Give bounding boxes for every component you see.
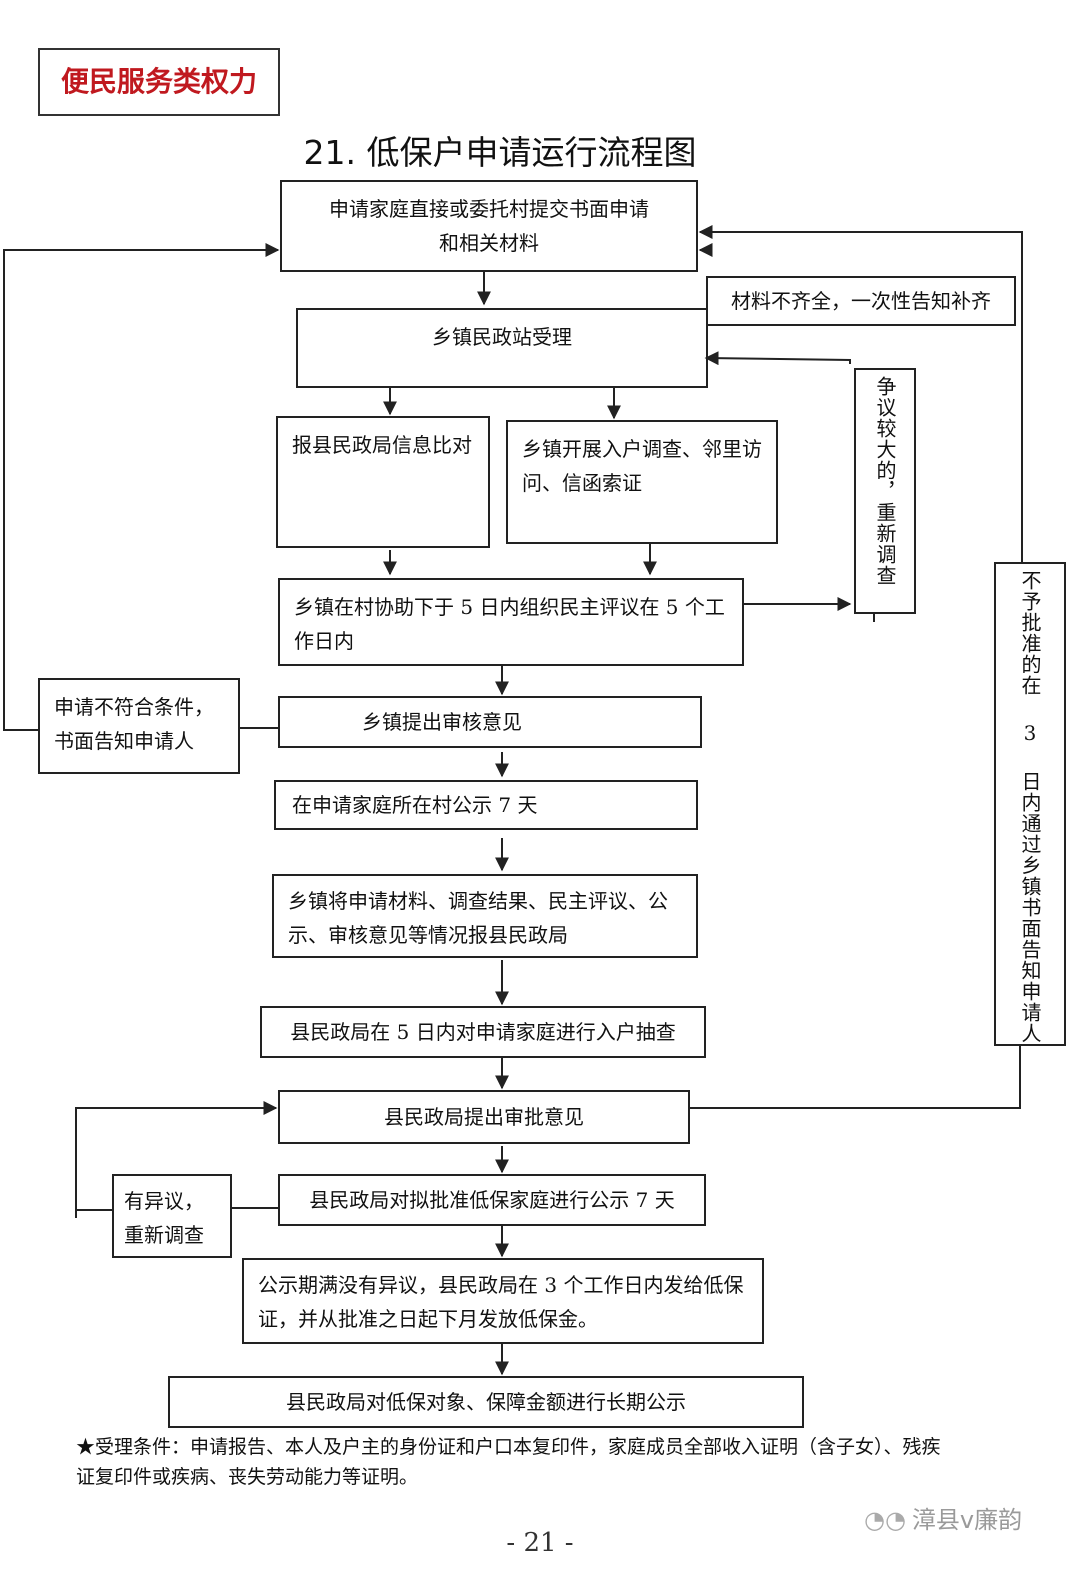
arrow-notqualified-to-apply — [3, 243, 280, 731]
watermark-text: 漳县v廉韵 — [911, 1506, 1023, 1534]
step-materials-incomplete: 材料不齐全，一次性告知补齐 — [706, 276, 1016, 326]
step-spot-check: 县民政局在 5 日内对申请家庭进行入户抽查 — [260, 1006, 706, 1058]
step-investigate: 乡镇开展入户调查、邻里访问、信函索证 — [506, 420, 778, 544]
arrow-notapproved-to-apply — [698, 225, 1023, 562]
step-democratic-review: 乡镇在村协助下于 5 日内组织民主评议在 5 个工作日内 — [278, 578, 744, 666]
step-info-compare: 报县民政局信息比对 — [276, 416, 490, 548]
step-dispute-reinvestigate: 争议较大的，重新调查 — [854, 368, 916, 614]
arrow-objection-to-approval — [75, 1101, 278, 1211]
step-issue-certificate: 公示期满没有异议，县民政局在 3 个工作日内发给低保证，并从批准之日起下月发放低… — [242, 1258, 764, 1344]
step-not-qualified: 申请不符合条件，书面告知申请人 — [38, 678, 240, 774]
wechat-icon: ◔◔ — [864, 1506, 906, 1534]
watermark: ◔◔漳县v廉韵 — [864, 1500, 1022, 1535]
page-title: 21. 低保户申请运行流程图 — [303, 133, 697, 172]
page-number: - 21 - — [506, 1528, 574, 1558]
line-approval-to-notapproved — [690, 1046, 1021, 1109]
category-label: 便民服务类权力 — [38, 48, 280, 116]
step-village-publicity: 在申请家庭所在村公示 7 天 — [274, 780, 698, 830]
step-apply: 申请家庭直接或委托村提交书面申请和相关材料 — [280, 180, 698, 272]
step-review-opinion: 乡镇提出审核意见 — [278, 696, 702, 748]
step-county-publicity: 县民政局对拟批准低保家庭进行公示 7 天 — [278, 1174, 706, 1226]
acceptance-conditions-note: ★受理条件：申请报告、本人及户主的身份证和户口本复印件，家庭成员全部收入证明（含… — [76, 1436, 941, 1488]
arrow-dispute-to-accept — [704, 351, 851, 366]
step-not-approved: 不予批准的在 3 日内通过乡镇书面告知申请人 — [994, 562, 1066, 1046]
step-approval-opinion: 县民政局提出审批意见 — [278, 1090, 690, 1144]
step-objection: 有异议，重新调查 — [112, 1174, 232, 1258]
step-report-county: 乡镇将申请材料、调查结果、民主评议、公示、审核意见等情况报县民政局 — [272, 874, 698, 958]
step-long-term-publicity: 县民政局对低保对象、保障金额进行长期公示 — [168, 1376, 804, 1428]
step-accept: 乡镇民政站受理 — [296, 308, 708, 388]
